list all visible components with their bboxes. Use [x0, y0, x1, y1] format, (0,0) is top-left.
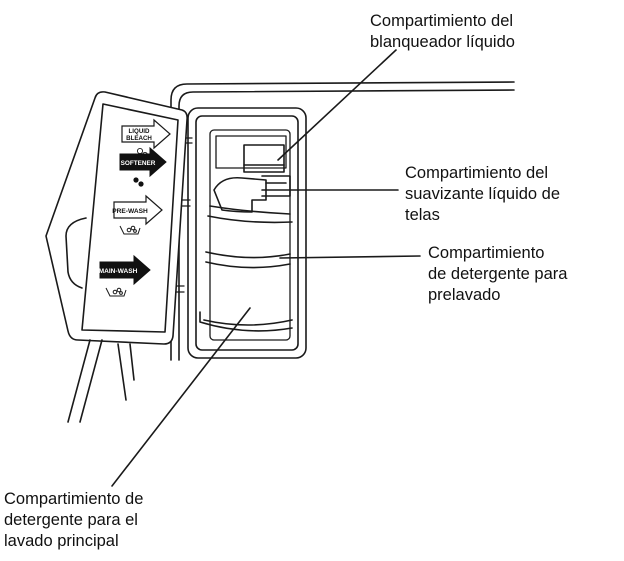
callout-line: Compartimiento: [428, 244, 545, 262]
prewash-powder-icon: [119, 225, 141, 235]
pre-wash-label: PRE-WASH: [112, 208, 148, 215]
callout-mainwash-detergent-compartment: Compartimiento de detergente para el lav…: [4, 489, 143, 552]
leader-line-bleach: [277, 49, 397, 161]
callout-line: Compartimiento de: [4, 490, 144, 508]
callout-prewash-detergent-compartment: Compartimiento de detergente para prelav…: [428, 243, 567, 306]
softener-label: SOFTENER: [121, 160, 156, 167]
callout-line: suavizante líquido de: [405, 185, 561, 203]
washer-panel-outline: [170, 81, 515, 361]
callout-line: detergente para el: [4, 511, 138, 529]
main-wash-label: MAIN-WASH: [99, 268, 138, 275]
softener-drops-icon: [133, 177, 144, 187]
callout-line: Compartimiento del: [405, 164, 549, 182]
lid-support: [67, 339, 135, 423]
lid-label-main-wash: MAIN-WASH: [99, 254, 151, 297]
liquid-softener-compartment: [213, 175, 291, 213]
drawer-opening-frame: [187, 107, 307, 359]
lid-label-softener: SOFTENER: [119, 146, 167, 187]
mainwash-powder-icon: [105, 287, 127, 297]
lid-label-pre-wash: PRE-WASH: [112, 194, 163, 235]
callout-line: Compartimiento del: [370, 12, 514, 30]
callout-line: blanqueador líquido: [370, 33, 515, 51]
leader-line-prewash: [279, 255, 421, 259]
callout-line: prelavado: [428, 286, 501, 304]
callout-line: lavado principal: [4, 532, 119, 550]
callout-line: telas: [405, 206, 440, 224]
prewash-compartment: [205, 205, 293, 259]
callout-liquid-bleach-compartment: Compartimiento del blanqueador líquido: [370, 11, 515, 53]
liquid-bleach-label-line2: BLEACH: [126, 135, 152, 142]
leader-line-mainwash: [111, 307, 251, 487]
callout-liquid-softener-compartment: Compartimiento del suavizante líquido de…: [405, 163, 560, 226]
liquid-bleach-compartment: [243, 144, 285, 173]
callout-line: de detergente para: [428, 265, 568, 283]
mainwash-compartment: [199, 261, 293, 332]
liquid-bleach-label-line1: LIQUID: [129, 128, 150, 135]
